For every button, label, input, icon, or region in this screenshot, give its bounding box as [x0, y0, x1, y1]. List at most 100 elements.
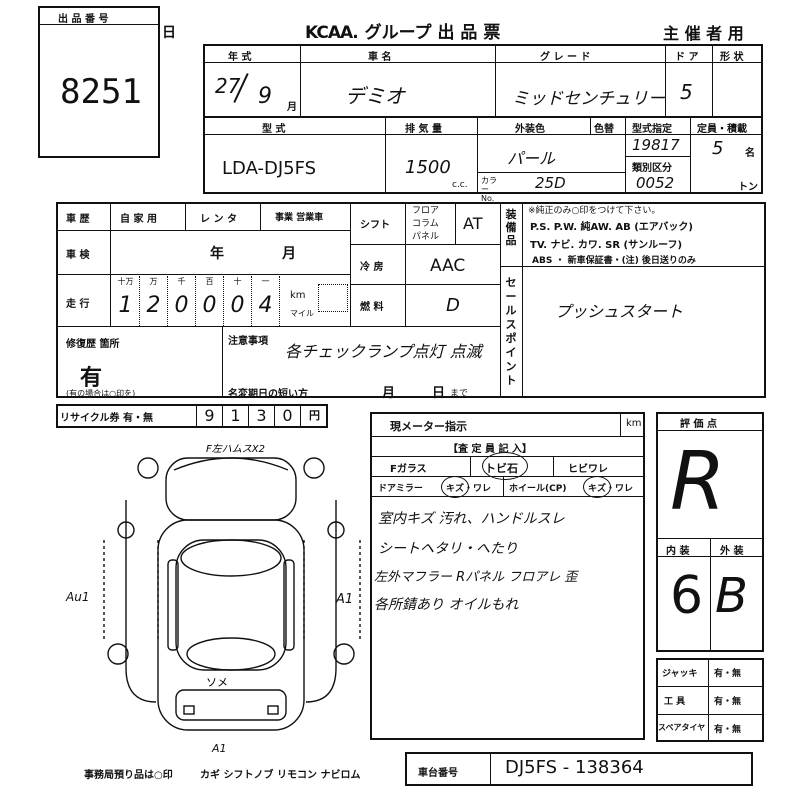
title-text: . グループ 出 品 票: [352, 23, 501, 43]
recycle-digit: 9: [196, 404, 222, 428]
mileage-unit-label: 一: [261, 277, 270, 286]
comment-4: 各所錆あり オイルもれ: [374, 597, 519, 613]
mileage-digit: 2: [146, 293, 161, 318]
color-no-label: カラー No.: [481, 176, 497, 203]
mile-label: マイル: [290, 309, 314, 318]
sales-point-value: プッシュスタート: [555, 302, 684, 321]
grade-label: グ レ ー ド: [540, 52, 591, 63]
tools-yesno[interactable]: 有・無: [714, 697, 742, 707]
color-no-value: 25D: [535, 174, 566, 192]
equipment-line2: TV. ナビ. カワ. SR (サンルーフ): [530, 240, 683, 251]
exterior-value: B: [715, 568, 748, 624]
spare-yesno[interactable]: 有・無: [714, 725, 742, 735]
mileage-unit-label: 十万: [117, 277, 134, 286]
type-spec-value: 19817: [632, 136, 680, 154]
sales-point-label: セールスポイント: [505, 276, 517, 387]
mileage-label: 走 行: [66, 299, 90, 310]
spare-label: スペアタイヤ: [658, 723, 706, 732]
car-name-value: デミオ: [345, 84, 405, 108]
meter-label: 現メーター指示: [390, 420, 467, 433]
shape-label: 形 状: [720, 52, 744, 63]
model-label: 型 式: [262, 124, 286, 135]
displacement-value: 1500: [405, 157, 451, 178]
comment-2: シートヘタリ・へたり: [378, 541, 518, 557]
meter-km: km: [626, 418, 642, 429]
displacement-label: 排 気 量: [405, 124, 442, 135]
capacity-label: 定員・積載: [697, 124, 747, 135]
sponsor-label: 主 催 者 用: [663, 24, 744, 43]
lot-number-box: [38, 6, 160, 158]
door-label: ド ア: [675, 52, 699, 63]
mileage-unit-label: 百: [205, 277, 214, 286]
shift-column: コラム: [412, 219, 439, 229]
history-box: [56, 202, 766, 398]
short-month: 月: [382, 386, 396, 401]
shift-floor: フロア: [412, 206, 440, 216]
jack-label: ジャッキ: [662, 669, 698, 679]
km-label: km: [290, 290, 306, 301]
left-damage-mark: Au1: [66, 590, 90, 604]
month-unit: 月: [287, 102, 297, 113]
notes-value: 各チェックランプ点灯 点滅: [285, 342, 482, 361]
right-damage-mark: A1: [336, 592, 354, 607]
ext-color-value: パール: [507, 149, 556, 168]
class-value: 0052: [636, 174, 675, 192]
tools-label: 工 具: [664, 697, 686, 707]
jack-yesno[interactable]: 有・無: [714, 669, 742, 679]
recycle-digit: 1: [222, 404, 248, 428]
mileage-unit-label: 万: [149, 277, 158, 286]
shift-label: シフト: [360, 220, 390, 231]
recycle-yen: 円: [300, 404, 328, 428]
rear-damage-mark: ソメ: [206, 676, 228, 689]
glass-crack[interactable]: ヒビワレ: [568, 464, 608, 475]
day-mark: 日: [162, 25, 176, 41]
mileage-digit: 1: [118, 293, 133, 318]
chassis-value: DJ5FS - 138364: [505, 757, 644, 778]
equipment-label: 装備品: [505, 208, 517, 247]
ac-label: 冷 房: [360, 262, 384, 273]
shift-value: AT: [463, 214, 483, 233]
wheel-circle: [583, 476, 611, 498]
mileage-digit-cell: 十万 1: [112, 276, 140, 326]
repair-label: 修復歴 箇所: [66, 339, 120, 350]
history-business: 事業 営業車: [275, 213, 324, 223]
glass-label: Fガラス: [390, 464, 427, 475]
door-value: 5: [680, 80, 693, 104]
type-spec-label: 型式指定: [632, 124, 672, 135]
month-value: 9: [258, 84, 272, 109]
fuel-label: 燃 料: [360, 302, 384, 313]
comment-3: 左外マフラー Rパネル フロアレ 歪: [374, 570, 578, 585]
color-change-label: 色替: [594, 124, 614, 135]
history-private: 自 家 用: [120, 214, 157, 225]
glass-chip-circle: [482, 452, 528, 480]
history-label: 車 歴: [66, 214, 90, 225]
car-diagram: F左ハムスX2 ソメ: [103, 443, 361, 731]
mile-checkbox[interactable]: [318, 284, 348, 312]
vehicle-info-box: [203, 44, 763, 194]
tools-box: [656, 658, 764, 742]
fuel-value: D: [446, 295, 460, 316]
office-note: 事務局預り品は○印: [84, 770, 173, 781]
ac-value: AAC: [430, 256, 466, 276]
chassis-label: 車台番号: [418, 768, 458, 779]
recycle-box: [56, 404, 328, 428]
mirror-circle: [441, 476, 469, 498]
mileage-digit: 0: [202, 293, 217, 318]
kcaa-logo: KCAA: [305, 23, 353, 43]
meter-box: [370, 412, 645, 740]
capacity-value: 5: [712, 138, 724, 159]
mileage-unit-label: 十: [233, 277, 242, 286]
class-label: 類別区分: [632, 163, 672, 174]
year-label: 年 式: [228, 52, 252, 63]
mileage-unit-label: 千: [177, 277, 186, 286]
front-damage-mark: F左ハムスX2: [206, 443, 265, 455]
inspection-label: 車 検: [66, 250, 90, 261]
load-unit: トン: [738, 182, 758, 193]
repair-value: 有: [80, 366, 103, 391]
